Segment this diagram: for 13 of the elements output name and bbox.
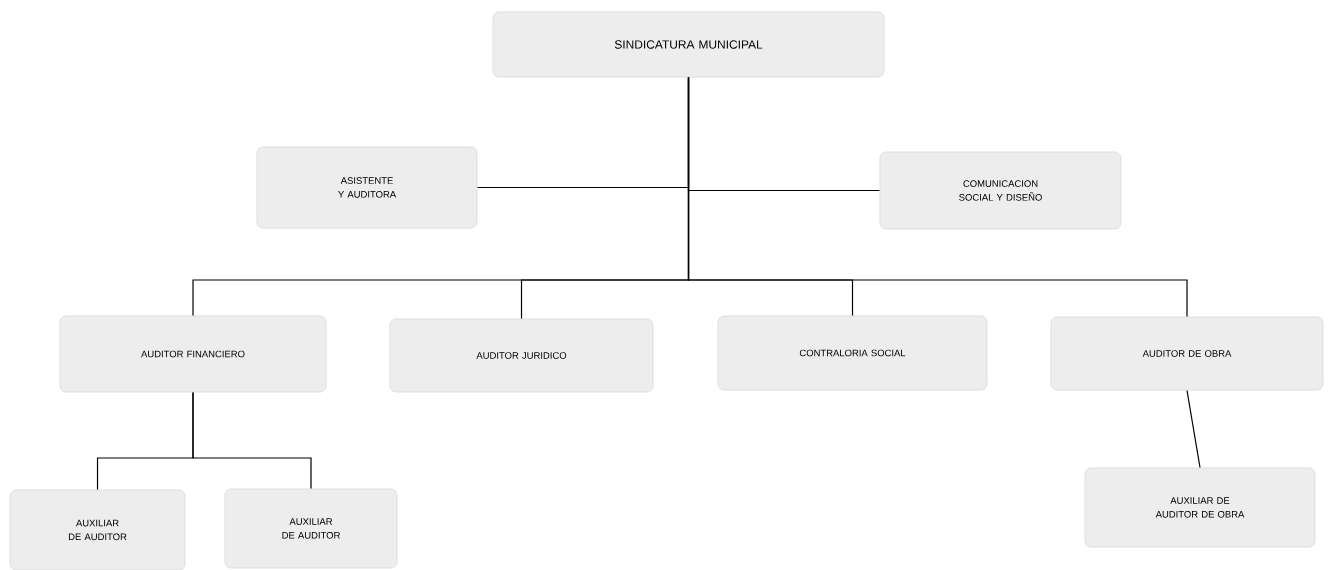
org-box: AUDITOR JURIDICO (389, 318, 654, 393)
connector-line (687, 76, 1188, 318)
org-box: AUXILIAR DE AUDITOR (9, 489, 186, 570)
org-box: COMUNICACION SOCIAL Y DISEÑO (879, 151, 1122, 230)
org-box: SINDICATURA MUNICIPAL (492, 11, 885, 78)
org-box: ASISTENTE Y AUDITORA (256, 146, 478, 229)
org-box: AUXILIAR DE AUDITOR (224, 488, 398, 569)
connector-line (192, 391, 312, 490)
org-box: AUDITOR FINANCIERO (59, 315, 327, 393)
connector-line (1186, 389, 1201, 469)
org-box: AUDITOR DE OBRA (1050, 316, 1324, 391)
org-box: CONTRALORIA SOCIAL (717, 315, 988, 391)
org-box: AUXILIAR DE AUDITOR DE OBRA (1084, 467, 1316, 548)
